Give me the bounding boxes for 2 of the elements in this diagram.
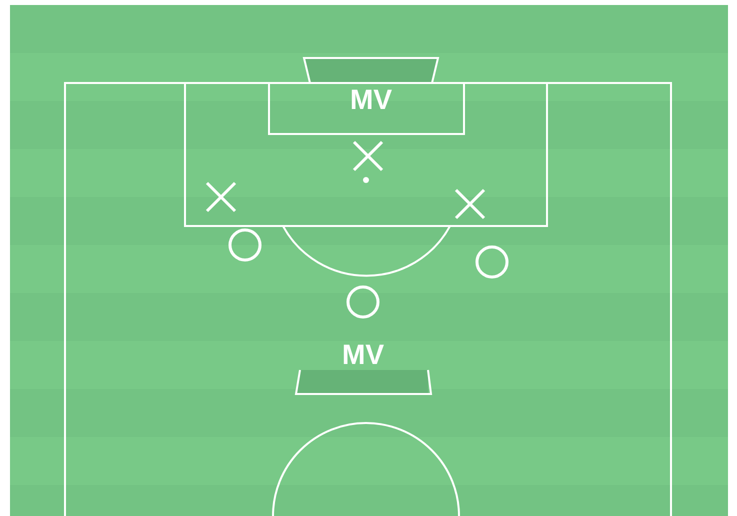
goalkeeper-label: MV (350, 85, 392, 115)
goalkeeper-label: MV (342, 340, 384, 370)
